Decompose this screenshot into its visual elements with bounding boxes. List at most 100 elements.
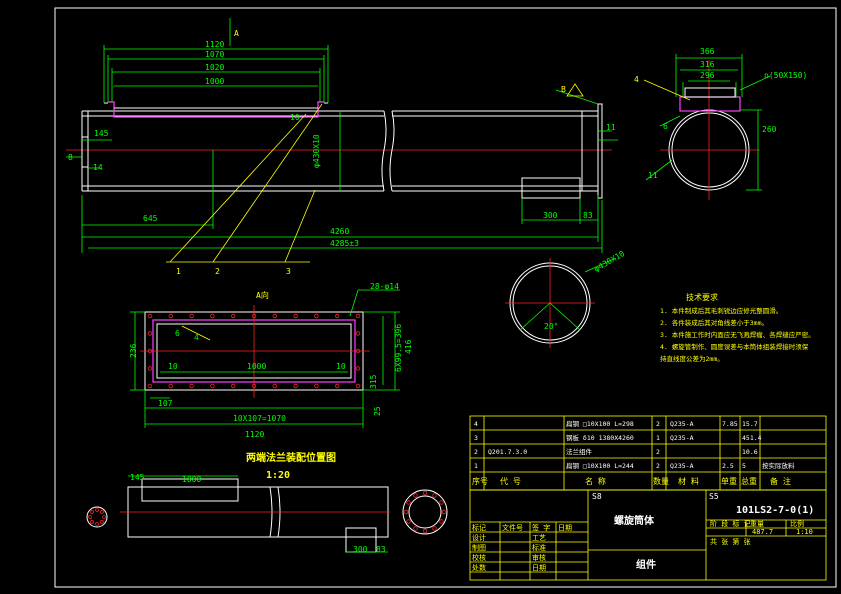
dim-circle: φ430X10 (593, 249, 627, 274)
bolt-hole (251, 313, 257, 319)
bolt-hole (355, 366, 361, 371)
dim-107: 107 (158, 399, 173, 408)
flange-layout-title: 两端法兰装配位置图 (246, 451, 336, 464)
dim-1000-view-a: 1000 (247, 362, 266, 371)
bolt-hole (168, 383, 173, 389)
balloon-3: 3 (286, 267, 291, 276)
bom-cell-note: 按实际放料 (762, 461, 795, 470)
dim-10-right: 10 (336, 362, 346, 371)
flange-hole-left (95, 522, 99, 526)
datum-b: B (561, 85, 566, 94)
balloon-4-view-a: 4 (194, 333, 199, 342)
flange-layout-scale: 1:20 (266, 470, 290, 481)
tb-draw: 制图 (472, 543, 486, 552)
flange-hole-right (403, 509, 409, 515)
bom-header-material: 材 料 (678, 476, 699, 486)
dim-300: 300 (543, 211, 558, 220)
dim-1120: 1120 (205, 40, 224, 49)
dim-1020: 1020 (205, 63, 224, 72)
dim-angle: 20° (544, 322, 558, 331)
balloon-2: 2 (215, 267, 220, 276)
bom-grid (469, 415, 827, 581)
bom-cell-material: Q235-A (670, 434, 694, 442)
main-view (66, 18, 618, 253)
bom-cell-name: 钢板 δ10 1380X4260 (566, 433, 634, 442)
view-a-title: A向 (256, 290, 269, 300)
tb-sheet: 共 张 第 张 (710, 537, 751, 546)
bolt-hole (210, 383, 215, 389)
note-item: 持直线度公差为2mm。 (660, 354, 724, 363)
bolt-hole (168, 313, 173, 319)
dim-10-left: 10 (168, 362, 178, 371)
tb-date: 日期 (558, 524, 572, 532)
dim-11: 11 (606, 123, 616, 132)
notes-title: 技术要求 (686, 292, 718, 302)
flange-hole-left (100, 510, 104, 514)
bom-cell-total: 451.4 (742, 434, 762, 442)
bom-cell-material: Q235-A (670, 462, 694, 470)
dim-pipe-dia: φ430X10 (312, 134, 321, 168)
bom-cell-qty: 1 (656, 434, 660, 442)
weight-value: 487.7 (752, 528, 773, 536)
dim-83-layout: 83 (376, 545, 386, 554)
dim-1000-layout: 1000 (182, 475, 201, 484)
dim-145-layout: 145 (130, 473, 145, 482)
flange-hole-right (406, 500, 411, 505)
bom-cell-no: 3 (474, 434, 478, 442)
flange-hole-right (422, 490, 428, 496)
bom-header-unit: 单重 (721, 476, 737, 486)
dim-366: 366 (700, 47, 715, 56)
bom-header-note: 备 注 (770, 476, 791, 486)
bom-cell-qty: 2 (656, 420, 660, 428)
balloon-leaders (166, 103, 323, 263)
bom-header-code: 代 号 (500, 476, 521, 486)
flange-hole-left (100, 520, 104, 524)
dim-83: 83 (583, 211, 593, 220)
flange-layout (86, 475, 448, 553)
tb-design: 设计 (472, 533, 486, 542)
bolt-hole (189, 383, 194, 389)
bom-cell-total: 5 (742, 462, 746, 470)
balloon-4-side: 4 (634, 75, 639, 84)
bolt-hole (335, 383, 340, 389)
circle-section (505, 257, 617, 348)
tb-mark: 标记 (472, 523, 486, 532)
tb-date-field: 日期 (532, 564, 546, 572)
flange-hole-left (95, 508, 99, 512)
flange-hole-right (432, 526, 437, 531)
bolt-hole (147, 313, 153, 319)
bom-cell-name: 扁钢 □10X100 L=298 (566, 419, 634, 428)
flange-hole-right (432, 493, 437, 498)
tb-std: 标准 (532, 543, 546, 552)
bolt-hole (355, 331, 361, 336)
view-a (130, 289, 400, 428)
bolt-hole (355, 383, 361, 389)
dim-10: 10 (290, 113, 300, 122)
dim-645: 645 (143, 214, 158, 223)
dim-316: 316 (700, 60, 715, 69)
flange-hole-right (441, 509, 447, 515)
sheet-frame (54, 7, 837, 588)
dim-10x107: 10X107=1070 (233, 414, 286, 423)
bolt-hole (355, 348, 361, 354)
bolt-hole (147, 366, 153, 371)
dim-416: 416 (404, 339, 413, 354)
bom-header-name: 名 称 (585, 476, 606, 486)
bolt-hole (314, 313, 319, 319)
dim-8: 8 (68, 153, 73, 162)
dim-n-396: 6X99.5=396 (394, 324, 403, 372)
tb-signature: 签 字 (532, 523, 550, 532)
note-item: 4. 螺旋管制作、圆度误差与本筒体组装焊接时须保 (660, 342, 809, 351)
bolt-hole (272, 313, 277, 319)
flange-hole-right (439, 500, 444, 505)
weld-6-side: 6 (663, 122, 668, 131)
dim-4285: 4285±3 (330, 239, 359, 248)
view-a-bolt-holes (147, 313, 361, 389)
flange-hole-left (102, 515, 106, 519)
dim-28-holes: 28-φ14 (370, 282, 399, 291)
bolt-hole (335, 313, 340, 319)
flange-hole-right (413, 493, 418, 498)
